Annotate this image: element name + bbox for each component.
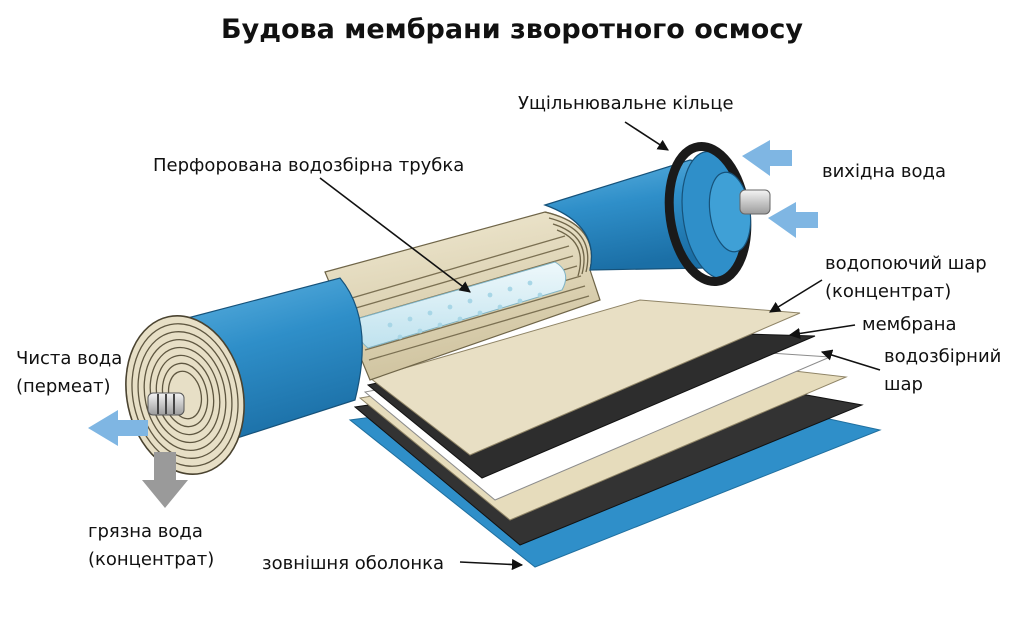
- leader-outer-shell: [459, 558, 524, 571]
- label-feed-spacer-line2: (концентрат): [825, 281, 952, 302]
- label-feed-spacer-line1: водопоючий шар: [825, 253, 987, 274]
- outlet-arrow-top-icon: [742, 140, 792, 176]
- label-collector-line1: водозбірний: [884, 346, 1002, 367]
- outlet-arrow-bottom-icon: [768, 202, 818, 238]
- label-clean-water-line1: Чиста вода: [16, 348, 123, 369]
- right-pipe: [739, 189, 771, 215]
- label-perforated-tube: Перфорована водозбірна трубка: [153, 155, 465, 176]
- leader-lines: [319, 121, 881, 571]
- leader-feed-spacer: [769, 279, 823, 313]
- page-title: Будова мембрани зворотного осмосу: [221, 14, 803, 45]
- label-dirty-water-line1: грязна вода: [88, 521, 203, 542]
- label-clean-water-line2: (пермеат): [16, 376, 111, 397]
- leader-membrane: [788, 324, 856, 340]
- clean-water-arrow-icon: [88, 410, 148, 446]
- left-spiral-end: [125, 315, 245, 475]
- leader-perforated-tube: [319, 177, 471, 293]
- label-collector-line2: шар: [884, 374, 923, 395]
- label-seal-ring: Ущільнювальне кільце: [518, 93, 734, 114]
- leader-seal-ring: [624, 121, 669, 151]
- feed-spacer-sheet: [368, 299, 801, 456]
- left-pipe-ridges: [157, 394, 175, 414]
- tube-perforations: [387, 280, 543, 340]
- dirty-water-arrow-icon: [142, 452, 188, 508]
- label-membrane: мембрана: [862, 314, 957, 335]
- label-outlet-water: вихідна вода: [822, 161, 947, 182]
- leader-collector: [820, 349, 881, 371]
- label-outer-shell: зовнішня оболонка: [262, 553, 445, 574]
- label-dirty-water-line2: (концентрат): [88, 549, 215, 570]
